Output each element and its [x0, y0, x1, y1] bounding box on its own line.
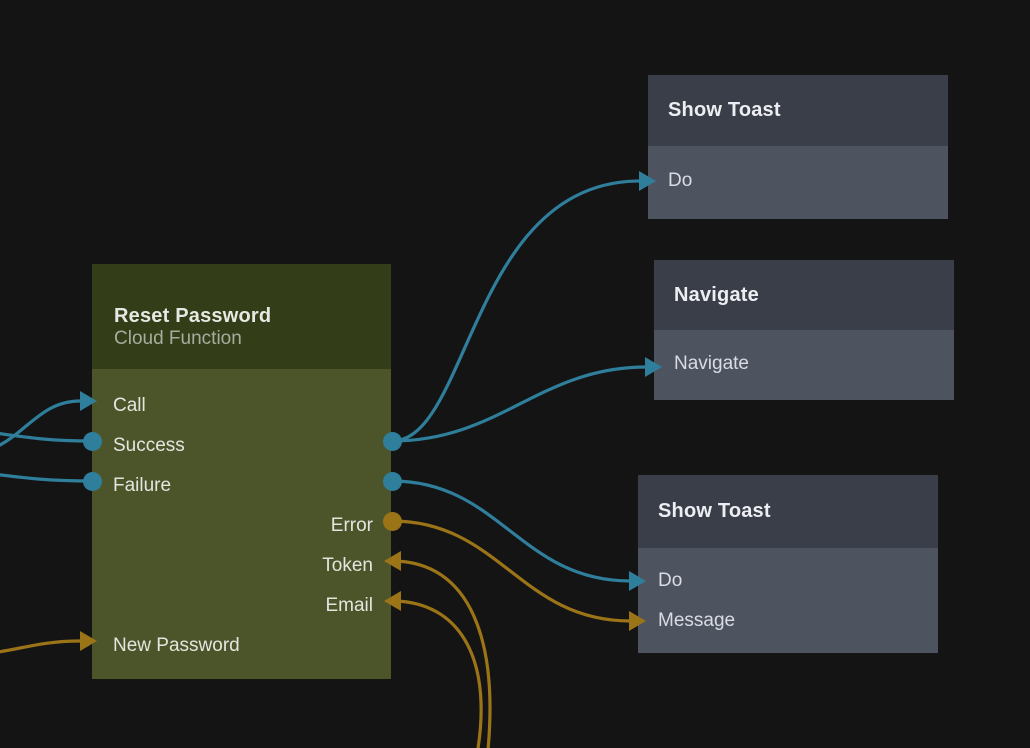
node-body-show-toast-top: Do	[648, 146, 948, 219]
port-exec-arrow-toast-top-do-icon[interactable]	[639, 171, 656, 191]
wire-success-to-navigate	[390, 365, 648, 443]
port-exec-arrow-navigate-icon[interactable]	[645, 357, 662, 377]
port-label-success: Success	[113, 435, 185, 456]
wire-success-to-toast-do	[390, 179, 642, 443]
port-row-do[interactable]: Do	[638, 570, 682, 592]
port-data-dot-error-icon[interactable]	[383, 512, 402, 531]
port-exec-dot-failure-icon[interactable]	[83, 472, 102, 491]
port-exec-dot-out-failure-icon[interactable]	[383, 472, 402, 491]
wire-email-down	[390, 599, 483, 748]
port-exec-dot-out-success-icon[interactable]	[383, 432, 402, 451]
node-title: Show Toast	[658, 500, 771, 522]
node-reset-password[interactable]: Reset Password Cloud Function Call Succe…	[92, 264, 391, 679]
node-subtitle: Cloud Function	[114, 327, 242, 349]
node-body-show-toast-bottom: Do Message	[638, 548, 938, 653]
port-label-failure: Failure	[113, 475, 172, 496]
port-label-new-password: New Password	[113, 635, 240, 656]
port-row-failure[interactable]: Failure	[92, 475, 171, 497]
wire-error-to-toast-message	[390, 519, 632, 623]
port-data-arrow-email-icon[interactable]	[384, 591, 401, 611]
port-row-success[interactable]: Success	[92, 435, 185, 457]
node-header-show-toast-top[interactable]: Show Toast	[648, 75, 948, 146]
port-exec-arrow-call-icon[interactable]	[80, 391, 97, 411]
node-header-reset-password[interactable]: Reset Password Cloud Function	[92, 264, 391, 369]
node-show-toast-top[interactable]: Show Toast Do	[648, 75, 948, 219]
port-row-message[interactable]: Message	[638, 610, 735, 632]
port-data-arrow-token-icon[interactable]	[384, 551, 401, 571]
node-header-navigate[interactable]: Navigate	[654, 260, 954, 330]
port-label-message: Message	[658, 610, 736, 631]
node-title: Navigate	[674, 283, 759, 306]
node-header-show-toast-bottom[interactable]: Show Toast	[638, 475, 938, 548]
port-label-error: Error	[330, 515, 373, 536]
port-label-token: Token	[322, 555, 373, 576]
port-label-navigate: Navigate	[674, 353, 749, 374]
node-title: Reset Password	[114, 304, 272, 327]
node-body-reset-password: Call Success Failure New Password Error …	[92, 369, 391, 679]
wire-failure-left	[0, 473, 94, 483]
wire-in-new-password	[0, 639, 82, 654]
port-label-email: Email	[325, 595, 373, 616]
wire-token-down	[390, 559, 492, 748]
node-navigate[interactable]: Navigate Navigate	[654, 260, 954, 400]
port-row-email[interactable]: Email	[325, 595, 391, 617]
node-title: Show Toast	[668, 99, 781, 121]
port-row-error[interactable]: Error	[331, 515, 391, 537]
port-label-do: Do	[658, 570, 683, 591]
wire-in-call	[0, 399, 82, 447]
port-exec-arrow-toast-bottom-do-icon[interactable]	[629, 571, 646, 591]
port-row-call[interactable]: Call	[92, 395, 146, 417]
port-data-arrow-new-password-icon[interactable]	[80, 631, 97, 651]
wire-failure-to-toast-do	[390, 479, 632, 583]
port-exec-dot-success-icon[interactable]	[83, 432, 102, 451]
port-data-arrow-toast-bottom-message-icon[interactable]	[629, 611, 646, 631]
port-row-new-password[interactable]: New Password	[92, 635, 240, 657]
port-label-call: Call	[113, 395, 146, 416]
port-row-do[interactable]: Do	[648, 170, 692, 192]
node-body-navigate: Navigate	[654, 330, 954, 400]
port-label-do: Do	[668, 170, 693, 191]
port-row-token[interactable]: Token	[322, 555, 391, 577]
port-row-navigate[interactable]: Navigate	[654, 353, 749, 375]
node-show-toast-bottom[interactable]: Show Toast Do Message	[638, 475, 938, 653]
